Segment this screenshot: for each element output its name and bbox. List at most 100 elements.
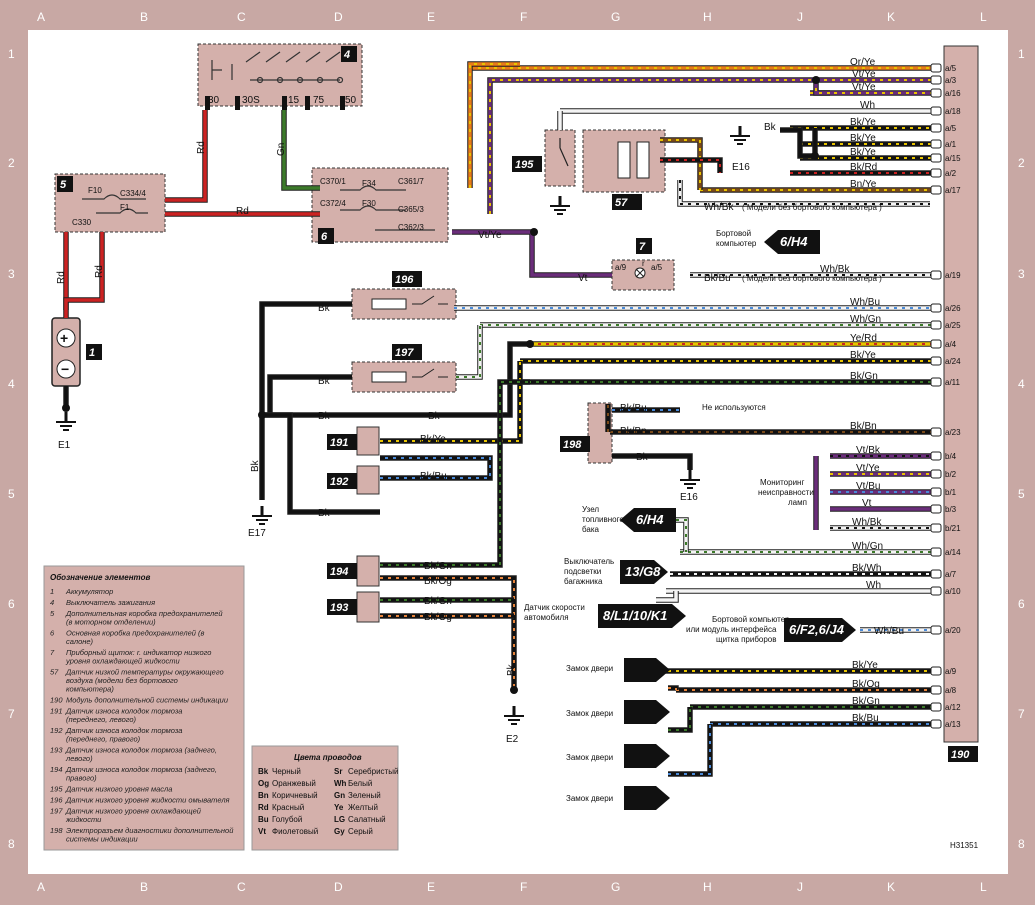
- wire-label: Bk: [318, 508, 331, 519]
- legend-text: Датчик износа колодок тормоза: [65, 707, 182, 716]
- wire-label: Vt/Bk: [856, 445, 881, 456]
- grid-row: 7: [1018, 707, 1025, 721]
- ref-arrow-right[interactable]: 13/G8: [620, 560, 668, 584]
- connector-pin: a/5: [930, 63, 957, 73]
- computer-module-label: щитка приборов: [716, 635, 777, 644]
- connector-pin: a/3: [930, 75, 957, 85]
- wire-label: Vt: [862, 498, 872, 509]
- connector-pin: b/4: [930, 451, 957, 461]
- pin-label: a/15: [945, 154, 961, 163]
- ref-arrow-right[interactable]: [624, 786, 670, 810]
- ref-arrow-right[interactable]: [624, 744, 670, 768]
- wire-label: Bk/Gn: [850, 371, 878, 382]
- plus-icon: +: [60, 330, 68, 346]
- pin-label: a/9: [615, 263, 627, 272]
- color-name: Белый: [348, 779, 372, 788]
- legend-text: уровня охлаждающей жидкости: [65, 657, 180, 666]
- pin-label: a/14: [945, 548, 961, 557]
- legend-text: правого): [66, 774, 97, 783]
- legend-text: Приборный щиток: r. индикатор низкого: [66, 648, 211, 657]
- legend-number: 193: [50, 746, 63, 755]
- terminal-label: 50: [345, 95, 357, 106]
- pin-socket: [930, 185, 942, 195]
- legend-text: Основная коробка предохранителей (в: [66, 629, 205, 638]
- pin-label: b/4: [945, 452, 957, 461]
- legend-text: Датчик износа колодок тормоза: [65, 726, 182, 735]
- door-lock-label: Замок двери: [566, 664, 613, 673]
- legend-text: воздуха (модели без бортового: [66, 676, 178, 685]
- ref-arrow-right[interactable]: [624, 700, 670, 724]
- wire-tracer: [660, 139, 701, 190]
- pin-label: a/1: [945, 140, 957, 149]
- component-number: 194: [330, 566, 348, 578]
- grid-col: K: [887, 10, 895, 24]
- wire-label: Bk: [318, 411, 331, 422]
- wire-label: Bn/Ye: [850, 179, 877, 190]
- legend-text: Дополнительная коробка предохранителей: [65, 609, 223, 618]
- minus-icon: −: [61, 361, 69, 377]
- legend-text: Датчик низкого уровня жидкости омывателя: [65, 796, 230, 805]
- ref-arrow-left[interactable]: 6/H4: [764, 230, 820, 254]
- color-name: Фиолетовый: [272, 827, 318, 836]
- wire-color-table: [251, 745, 399, 851]
- color-name: Красный: [272, 803, 304, 812]
- grid-row: 4: [8, 377, 15, 391]
- grid-col: L: [980, 880, 987, 894]
- grid-row: 1: [8, 47, 15, 61]
- fuse-label: F34: [362, 179, 376, 188]
- pin-label: a/13: [945, 720, 961, 729]
- ref-arrow-right[interactable]: 6/F2,6/J4: [784, 618, 856, 642]
- ref-arrow-left[interactable]: 6/H4: [620, 508, 676, 532]
- legend-text: жидкости: [65, 815, 102, 824]
- wire-core: [814, 80, 830, 95]
- color-name: Черный: [272, 767, 301, 776]
- pin-label: a/12: [945, 703, 961, 712]
- ref-arrow-right[interactable]: 8/L1/10/K1: [598, 604, 686, 628]
- wire-label: Vt/Bu: [856, 481, 880, 492]
- component-tag: 198: [560, 436, 590, 452]
- pin-label: a/16: [945, 89, 961, 98]
- pin-label: a/5: [651, 263, 663, 272]
- ref-label: 6/H4: [636, 512, 664, 527]
- battery-positive: [56, 328, 76, 348]
- wire-label: Wh/Bu: [850, 297, 880, 308]
- legend-text: (переднего, левого): [66, 715, 137, 724]
- connector-pin: a/15: [930, 153, 961, 163]
- component-number: 191: [330, 437, 348, 449]
- sensor-element: [371, 371, 407, 383]
- sensor-switch-symbol: [559, 138, 569, 167]
- pin-socket: [930, 75, 942, 85]
- wire-label: Bk/Ye: [850, 350, 876, 361]
- pin-socket: [930, 427, 942, 437]
- pin-socket: [930, 469, 942, 479]
- terminal-50: [340, 96, 345, 110]
- computer-module-label: или модуль интерфейса: [686, 625, 777, 634]
- ref-arrow-right[interactable]: [624, 658, 670, 682]
- wire-label: Bk/Gn: [424, 596, 452, 607]
- terminal-30: [205, 96, 210, 110]
- grid-col: H: [703, 880, 712, 894]
- wire-label: Gn: [276, 143, 287, 156]
- wire-label: Or/Ye: [850, 57, 876, 68]
- fuel-tank-label: Узел: [582, 505, 599, 514]
- junction-node: [811, 152, 819, 160]
- grid-col: C: [237, 10, 246, 24]
- wire-tracer: [679, 180, 930, 205]
- ground-label: E17: [248, 528, 266, 539]
- junction-node: [510, 686, 518, 694]
- terminal-15: [282, 96, 287, 110]
- wire-label: Bk/Og: [424, 612, 452, 623]
- pin-socket: [930, 451, 942, 461]
- pin-socket: [930, 569, 942, 579]
- wire-label: Rd: [236, 206, 249, 217]
- ground-symbol: [504, 706, 524, 725]
- color-name: Оранжевый: [272, 779, 316, 788]
- wire-label: Wh/Gn: [852, 541, 883, 552]
- legend-text: Датчик низкого уровня охлаждающей: [65, 807, 202, 816]
- color-code: Ye: [334, 803, 344, 812]
- trunk-switch-label: багажника: [564, 577, 603, 586]
- trunk-switch-label: подсветки: [564, 567, 601, 576]
- grid-col: D: [334, 880, 343, 894]
- wire-label: Bk/Bu: [704, 273, 731, 284]
- grid-col: D: [334, 10, 343, 24]
